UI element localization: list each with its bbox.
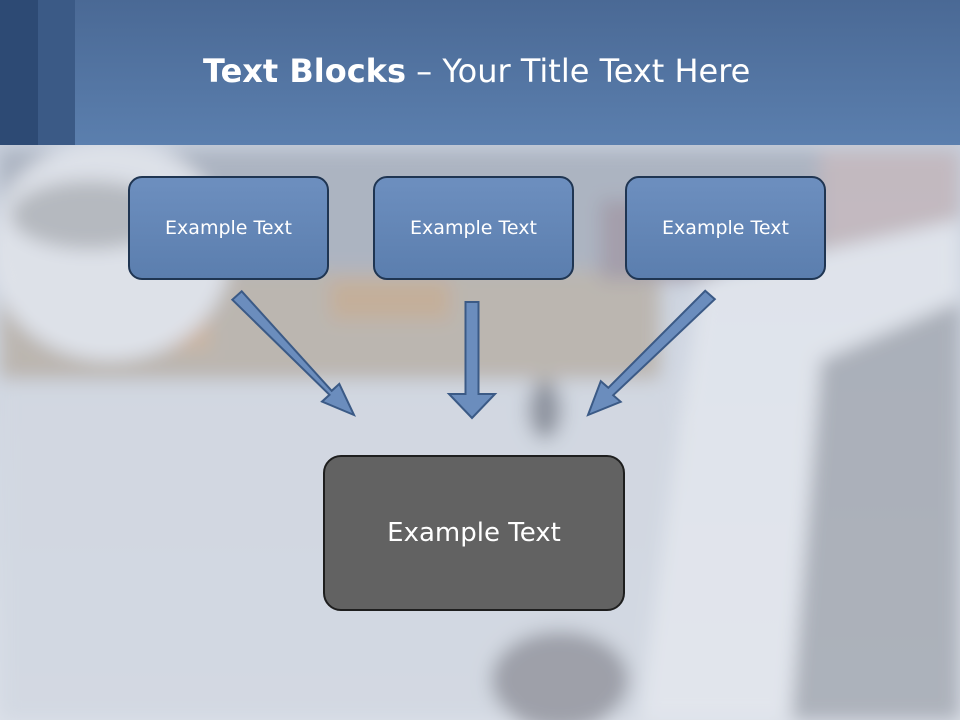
block-3-label: Example Text <box>662 217 789 239</box>
slide-title-rest: – Your Title Text Here <box>406 52 751 90</box>
arrow-center <box>446 301 498 420</box>
block-2: Example Text <box>373 176 574 280</box>
result-block: Example Text <box>323 455 625 611</box>
slide-title-bold: Text Blocks <box>203 52 406 90</box>
block-1-label: Example Text <box>165 217 292 239</box>
header-accent-dark <box>0 0 38 145</box>
result-block-label: Example Text <box>387 518 561 548</box>
block-2-label: Example Text <box>410 217 537 239</box>
arrow-left <box>230 289 357 417</box>
block-1: Example Text <box>128 176 329 280</box>
header-accent-mid <box>38 0 75 145</box>
title-bar <box>0 0 960 145</box>
arrow-right <box>586 289 717 417</box>
slide-title: Text Blocks – Your Title Text Here <box>203 52 750 90</box>
block-3: Example Text <box>625 176 826 280</box>
